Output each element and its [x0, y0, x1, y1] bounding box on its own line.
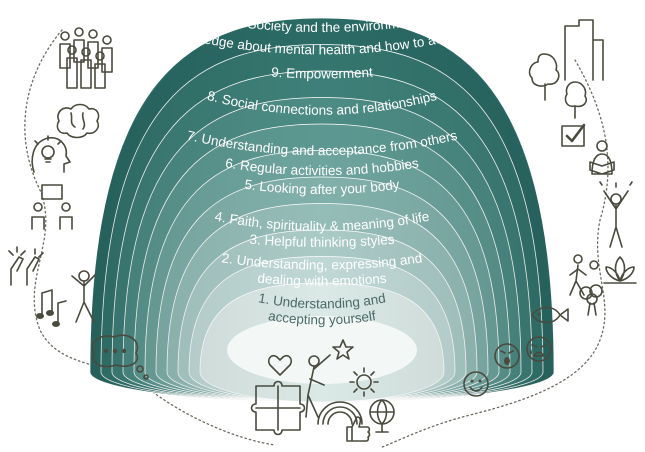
- music-notes-icon: [36, 289, 67, 327]
- level-label-9: 9. Empowerment: [271, 65, 374, 82]
- sun-icon: [349, 367, 379, 397]
- puzzle-icon: [250, 380, 306, 436]
- tree-icon: [528, 53, 560, 101]
- cheering-person-icon: [599, 181, 633, 248]
- globe-icon: [369, 399, 395, 433]
- funnel-core: [227, 316, 417, 384]
- thumbs-up-icon: [346, 416, 371, 442]
- funnel-bands: [89, 17, 555, 403]
- brain-icon: [56, 103, 100, 139]
- meeting-icon: [31, 184, 73, 230]
- star-icon: [332, 339, 354, 360]
- rainbow-icon: [317, 401, 363, 425]
- walking-person-icon: [569, 254, 599, 296]
- decorative-dotted-path-right: [379, 59, 609, 449]
- checkbox-icon: [561, 123, 586, 147]
- level-label-3: 3. Helpful thinking styles: [249, 232, 395, 250]
- tree-icon-2: [564, 81, 588, 119]
- dancing-person-icon: [71, 270, 97, 323]
- happy-face-icon: [463, 371, 489, 397]
- level-label-1-line2: accepting yourself: [267, 308, 377, 327]
- speech-bubble-icon: [91, 334, 149, 380]
- lotus-icon: [603, 256, 637, 284]
- lightbulb-head-icon: [31, 135, 71, 173]
- praying-hands-icon: [8, 246, 44, 286]
- person-reading-icon: [589, 140, 615, 175]
- decorative-dotted-path-left: [24, 29, 276, 446]
- building-icon: [564, 19, 604, 81]
- fish-icon: [531, 306, 569, 324]
- level-label-11: 11. Society and the environment: [225, 13, 418, 35]
- heart-icon: [267, 354, 293, 376]
- funnel-shading: [90, 18, 554, 402]
- level-label-2: 2. Understanding, expressing and: [221, 250, 423, 272]
- broccoli-icon: [579, 284, 603, 316]
- level-label-5: 5. Looking after your body: [244, 177, 401, 197]
- crowd-icon: [59, 27, 113, 89]
- person-reaching-icon: [305, 354, 331, 418]
- surprised-face-icon: [494, 343, 520, 369]
- level-label-2-line2: dealing with emotions: [257, 271, 388, 289]
- crying-face-icon: [526, 336, 552, 362]
- level-label-1: 1. Understanding and: [257, 290, 387, 311]
